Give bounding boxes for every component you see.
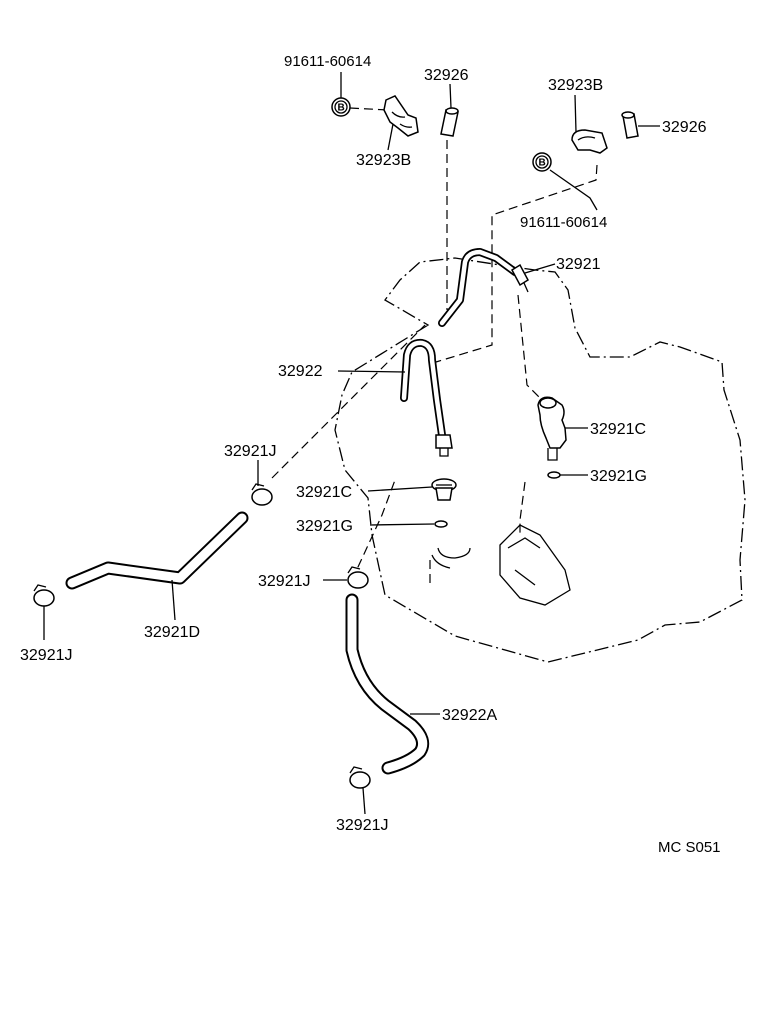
case-boss-feature [499, 524, 571, 606]
guide-bolt-left [349, 107, 389, 111]
label-gasket-right: 32921G [590, 468, 647, 485]
label-hose-a: 32922A [442, 707, 497, 724]
bolt-left: B [331, 97, 351, 117]
label-clip-d: 32921J [336, 817, 389, 834]
svg-text:B: B [539, 158, 546, 169]
leader-bolt-right [549, 169, 598, 211]
label-tube-lower: 32922 [278, 363, 323, 380]
leader-tube-lower [337, 370, 406, 373]
leader-clamp-left [387, 123, 394, 151]
bolt-right: B [532, 152, 552, 172]
leader-clip-d [362, 787, 366, 815]
leader-gasket-left [369, 523, 435, 526]
clip-d [349, 766, 371, 789]
clamp-left [383, 95, 419, 137]
leader-tube-upper [524, 263, 556, 274]
label-sleeve-left: 32926 [424, 67, 469, 84]
guide-bolt-right [435, 164, 598, 363]
svg-text:B: B [338, 103, 345, 114]
sleeve-right [621, 111, 639, 139]
label-union-left: 32921C [296, 484, 352, 501]
guide-clip-b [351, 479, 396, 581]
leader-clamp-right [574, 94, 577, 133]
gasket-right [547, 471, 561, 479]
union-right [537, 396, 567, 461]
label-bolt-right: 91611-60614 [520, 214, 607, 231]
case-port-guide-right [519, 481, 526, 535]
sleeve-left [440, 107, 459, 137]
clip-c [33, 584, 55, 607]
label-clamp-right: 32923B [548, 77, 603, 94]
label-sleeve-right: 32926 [662, 119, 707, 136]
guide-union [517, 294, 543, 401]
label-tube-upper: 32921 [556, 256, 601, 273]
label-clip-b: 32921J [258, 573, 311, 590]
hose-d [65, 511, 249, 590]
clip-a [251, 483, 273, 506]
transaxle-case-outline [334, 257, 746, 663]
tube-upper [438, 248, 529, 327]
label-bolt-left: 91611-60614 [284, 53, 371, 70]
leader-hose-d [171, 579, 176, 621]
leader-sleeve-left [449, 83, 452, 109]
label-clamp-left: 32923B [356, 152, 411, 169]
leader-union-left [367, 486, 433, 492]
case-port-feature [431, 547, 471, 569]
label-hose-d: 32921D [144, 624, 200, 641]
tube-lower [400, 338, 453, 457]
label-union-right: 32921C [590, 421, 646, 438]
clamp-right [571, 129, 608, 154]
label-clip-c: 32921J [20, 647, 73, 664]
label-clip-a: 32921J [224, 443, 277, 460]
diagram-code: MC S051 [658, 839, 721, 856]
clip-b [347, 566, 369, 589]
label-gasket-left: 32921G [296, 518, 353, 535]
hose-a [345, 593, 430, 775]
gasket-left [434, 520, 448, 528]
guide-clip-a [271, 324, 426, 479]
union-left [431, 478, 457, 501]
